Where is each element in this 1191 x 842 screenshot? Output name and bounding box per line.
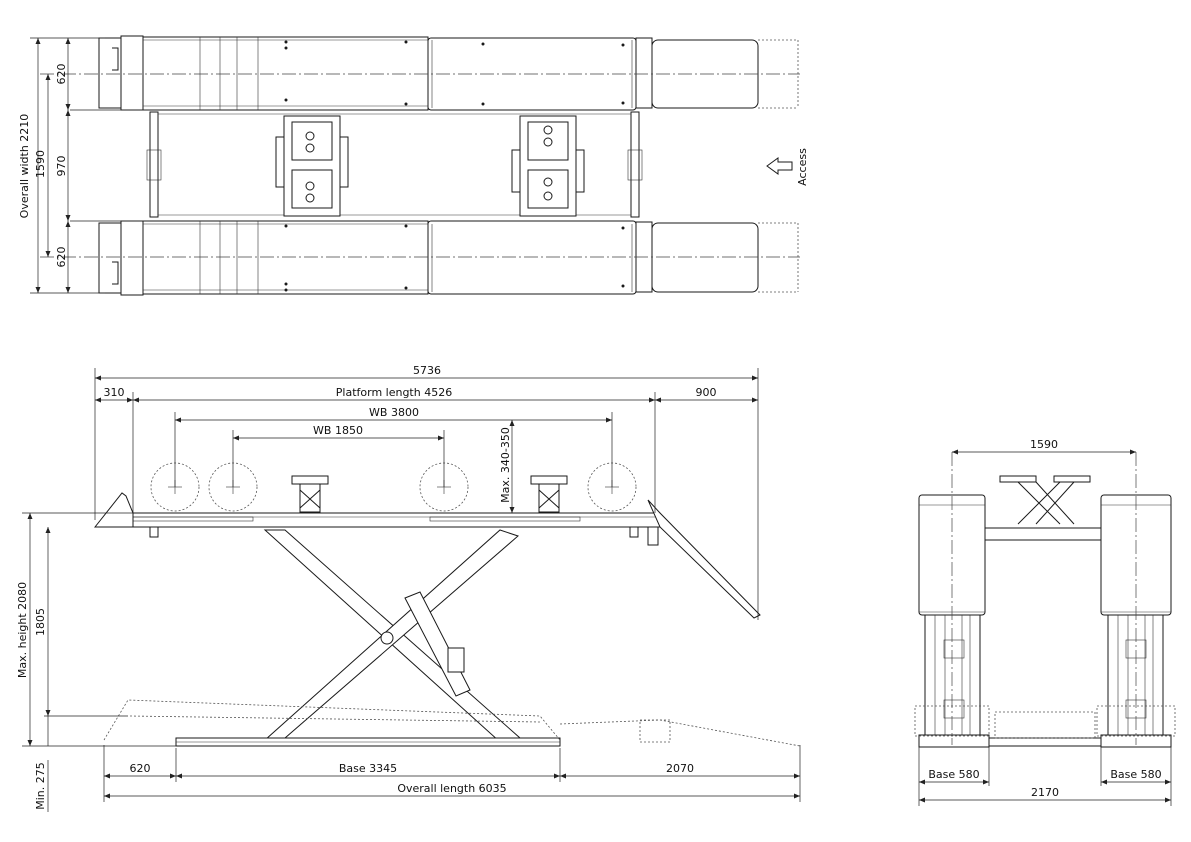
dim-310-label: 310 (104, 386, 125, 399)
end-view: 1590 Base 580 Base 580 2170 (914, 438, 1176, 806)
access-arrow-icon (766, 157, 793, 175)
overall-length-label: Overall length 6035 (397, 782, 506, 795)
side-platform (93, 492, 761, 619)
end-base (914, 705, 1176, 748)
dim-900-label: 900 (696, 386, 717, 399)
scissor-mechanism (263, 529, 522, 743)
dim-620-label: 620 (130, 762, 151, 775)
max-pad-label: Max. 340-350 (499, 427, 512, 503)
platform-620-bottom-label: 620 (55, 247, 68, 268)
overall-2170-label: 2170 (1031, 786, 1059, 799)
overall-width-label: Overall width 2210 (18, 114, 31, 219)
base-right-label: Base 580 (1110, 768, 1161, 781)
end-runway-right (1100, 494, 1172, 736)
wheels (150, 462, 637, 512)
side-view: 5736 310 Platform length 4526 900 WB 380… (16, 364, 801, 812)
max-height-label: Max. height 2080 (16, 582, 29, 678)
track-1590-label: 1590 (34, 150, 47, 178)
min-height-label: Min. 275 (34, 762, 47, 810)
height-1805-label: 1805 (34, 608, 47, 636)
platform-620-top-label: 620 (55, 64, 68, 85)
upper-runway (98, 35, 799, 111)
side-jacks (291, 475, 568, 513)
gap-970-label: 970 (55, 156, 68, 177)
end-crossbeam (984, 475, 1102, 541)
platform-length-label: Platform length 4526 (336, 386, 452, 399)
jacking-beam-left (275, 115, 349, 217)
overall-5736-label: 5736 (413, 364, 441, 377)
cross-members (146, 111, 643, 218)
end-runway-left (918, 494, 986, 736)
access-label: Access (796, 148, 809, 186)
dim-2070-label: 2070 (666, 762, 694, 775)
base-3345-label: Base 3345 (339, 762, 397, 775)
side-base (103, 699, 801, 747)
wb-1850-label: WB 1850 (313, 424, 363, 437)
wb-3800-label: WB 3800 (369, 406, 419, 419)
lower-runway (98, 220, 799, 296)
end-track-1590-label: 1590 (1030, 438, 1058, 451)
top-view: Overall width 2210 1590 970 620 620 Acce… (18, 35, 809, 296)
jacking-beam-right (511, 115, 585, 217)
base-left-label: Base 580 (928, 768, 979, 781)
